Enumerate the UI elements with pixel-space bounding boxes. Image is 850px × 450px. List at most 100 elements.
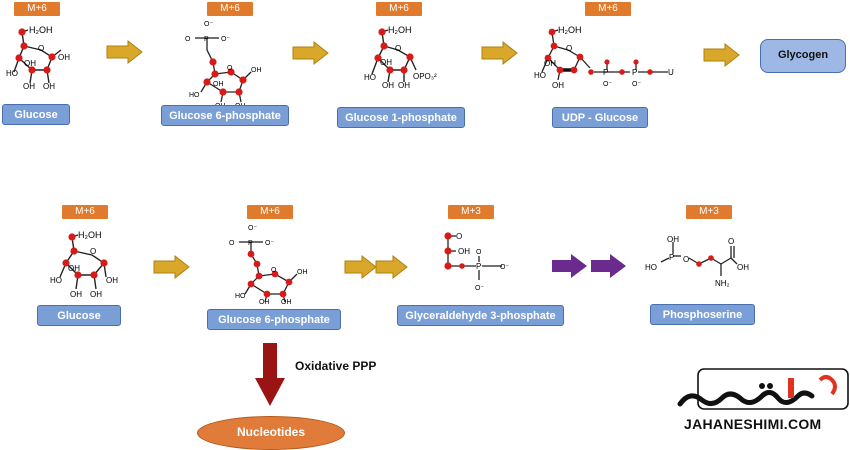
svg-text:OH: OH — [58, 53, 70, 62]
svg-text:HO: HO — [235, 293, 246, 300]
glucose-structure: H₂OH O OH HO OH OH OH — [50, 230, 118, 299]
mass-badge-g6p-bottom: M+6 — [247, 205, 293, 219]
label-udp-glucose: UDP - Glucose — [552, 107, 648, 128]
watermark-site-text: JAHANESHIMI.COM — [684, 416, 822, 432]
svg-text:O: O — [476, 249, 482, 256]
svg-text:H₂OH: H₂OH — [558, 25, 582, 35]
svg-text:HO: HO — [50, 276, 62, 285]
svg-text:HO: HO — [6, 69, 18, 78]
svg-text:HO: HO — [645, 263, 657, 272]
svg-text:OPO₃²: OPO₃² — [413, 72, 437, 81]
svg-text:OH: OH — [382, 81, 394, 90]
glucose-6-phosphate-structure: O⁻ P O O⁻ O HO OH OH OH OH — [185, 21, 262, 108]
right-arrow-icon — [481, 41, 518, 65]
svg-text:OH: OH — [667, 235, 679, 244]
svg-text:OH: OH — [552, 81, 564, 90]
label-glyceraldehyde-3-phosphate: Glyceraldehyde 3-phosphate — [397, 305, 564, 326]
svg-text:HO: HO — [189, 92, 200, 99]
down-arrow-icon — [255, 343, 285, 406]
svg-text:HO: HO — [534, 71, 546, 80]
right-arrow-icon — [344, 255, 377, 279]
svg-text:O⁻: O⁻ — [265, 240, 274, 247]
mass-badge-phosphoserine: M+3 — [686, 205, 732, 219]
svg-text:P: P — [476, 262, 481, 271]
right-arrow-icon — [552, 254, 587, 278]
svg-text:O: O — [271, 267, 277, 274]
label-phosphoserine: Phosphoserine — [650, 304, 755, 325]
svg-text:O⁻: O⁻ — [500, 264, 509, 271]
glyceraldehyde-3-phosphate-structure: O OH O P O⁻ O⁻ — [444, 232, 509, 292]
svg-text:O⁻: O⁻ — [475, 285, 484, 292]
svg-text:O: O — [566, 44, 572, 53]
svg-text:O⁻: O⁻ — [221, 36, 230, 43]
svg-text:OH: OH — [90, 290, 102, 299]
svg-text:O⁻: O⁻ — [248, 225, 257, 232]
svg-text:OH: OH — [458, 247, 470, 256]
svg-text:OH: OH — [544, 59, 556, 68]
svg-text:O⁻: O⁻ — [603, 81, 612, 88]
svg-text:OH: OH — [281, 299, 292, 304]
glucose-structure: H₂OH O HO OH OH OH OH — [6, 25, 70, 90]
svg-text:U: U — [668, 68, 674, 77]
label-glucose-1-phosphate: Glucose 1-phosphate — [337, 107, 465, 128]
label-glucose-6-phosphate-bottom: Glucose 6-phosphate — [207, 309, 341, 330]
svg-text:OH: OH — [251, 67, 262, 74]
svg-text:OH: OH — [380, 58, 392, 67]
svg-text:O: O — [227, 65, 233, 72]
svg-text:O: O — [728, 237, 734, 246]
oxidative-ppp-label: Oxidative PPP — [295, 359, 377, 373]
svg-text:NH₂: NH₂ — [715, 279, 730, 288]
svg-text:H₂OH: H₂OH — [388, 25, 412, 35]
right-arrow-icon — [153, 255, 190, 279]
svg-text:P: P — [248, 240, 253, 247]
right-arrow-icon — [703, 43, 740, 67]
mass-badge-g1p: M+6 — [376, 2, 422, 16]
right-arrow-icon — [292, 41, 329, 65]
svg-text:OH: OH — [43, 82, 55, 90]
svg-text:OH: OH — [737, 263, 749, 272]
svg-text:O: O — [395, 44, 401, 53]
phosphoserine-structure: OH P HO O O OH NH₂ — [645, 235, 749, 288]
svg-text:OH: OH — [398, 81, 410, 90]
svg-text:H₂OH: H₂OH — [78, 230, 102, 240]
right-arrow-icon — [375, 255, 408, 279]
svg-text:O: O — [185, 36, 191, 43]
svg-text:OH: OH — [297, 269, 308, 276]
svg-text:O: O — [456, 232, 462, 241]
svg-text:OH: OH — [68, 264, 80, 273]
udp-glucose-structure: H₂OH O OH HO OH P P O⁻ O⁻ U — [534, 25, 674, 90]
glucose-1-phosphate-structure: H₂OH O OH HO OH OH OPO₃² — [364, 25, 437, 90]
nucleotides-ellipse: Nucleotides — [197, 416, 345, 450]
label-glucose-bottom: Glucose — [37, 305, 121, 326]
svg-text:P: P — [669, 253, 674, 262]
svg-text:P: P — [204, 36, 209, 43]
mass-badge-glucose-bottom: M+6 — [62, 205, 108, 219]
svg-text:OH: OH — [24, 59, 36, 68]
svg-text:OH: OH — [106, 276, 118, 285]
mass-badge-udpg: M+6 — [585, 2, 631, 16]
svg-text:O: O — [90, 247, 96, 256]
mass-badge-g6p-top: M+6 — [207, 2, 253, 16]
jahaneshimi-logo — [677, 368, 849, 410]
svg-text:P: P — [632, 68, 637, 77]
right-arrow-icon — [106, 40, 143, 64]
glycogen-box: Glycogen — [760, 39, 846, 73]
svg-text:OH: OH — [213, 81, 224, 88]
svg-text:P: P — [603, 68, 608, 77]
svg-text:OH: OH — [259, 299, 270, 304]
right-arrow-icon — [591, 254, 626, 278]
glucose-6-phosphate-structure: O⁻ P O O⁻ O HO OH OH OH — [229, 225, 308, 304]
mass-badge-g3p: M+3 — [448, 205, 494, 219]
svg-text:O: O — [683, 255, 689, 264]
label-glucose-top: Glucose — [2, 104, 70, 125]
svg-text:O⁻: O⁻ — [204, 21, 213, 28]
svg-text:H₂OH: H₂OH — [29, 25, 53, 35]
svg-text:HO: HO — [364, 73, 376, 82]
svg-text:O: O — [38, 44, 44, 53]
svg-text:OH: OH — [23, 82, 35, 90]
svg-text:O: O — [229, 240, 235, 247]
svg-text:OH: OH — [70, 290, 82, 299]
label-glucose-6-phosphate-top: Glucose 6-phosphate — [161, 105, 289, 126]
svg-text:O⁻: O⁻ — [632, 81, 641, 88]
mass-badge-glucose-top: M+6 — [14, 2, 60, 16]
